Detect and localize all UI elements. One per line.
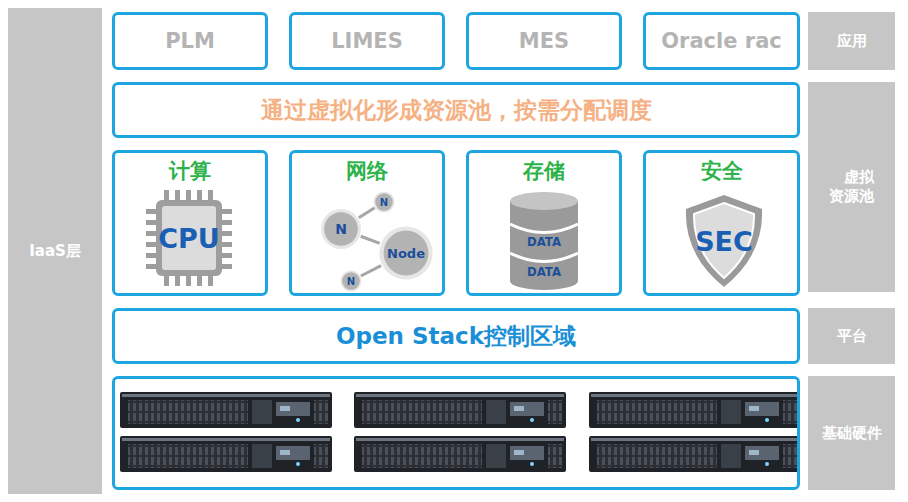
- network-node: Node: [378, 225, 434, 281]
- app-box: LIMES: [289, 12, 445, 70]
- category-box: 网络NNNodeN: [289, 150, 445, 296]
- cpu-chip-node: CPU: [146, 189, 232, 287]
- layer-label: 虚拟资源池: [808, 82, 895, 292]
- category-box: 存储 DATA DATA: [466, 150, 622, 296]
- node-text: 网络: [346, 157, 388, 185]
- layer-label: 应用: [808, 12, 895, 70]
- app-box: PLM: [112, 12, 268, 70]
- node-text: 安全: [701, 157, 743, 185]
- node-text: Node: [387, 246, 425, 261]
- server-illustration: [115, 379, 797, 487]
- network-node: N: [340, 270, 362, 292]
- node-text: 通过虚拟化形成资源池，按需分配调度: [261, 95, 652, 126]
- node-text: DATA: [510, 265, 578, 279]
- database-node: DATA DATA: [510, 191, 578, 291]
- banner-box: 通过虚拟化形成资源池，按需分配调度: [112, 82, 800, 138]
- category-box: 安全 SEC: [643, 150, 800, 296]
- node-text: N: [380, 197, 388, 208]
- node-text: PLM: [165, 29, 215, 53]
- node-text: Open Stack控制区域: [336, 321, 576, 352]
- node-text: Oracle rac: [661, 29, 782, 53]
- node-text: 平台: [837, 327, 867, 346]
- node-text: 虚拟资源池: [829, 168, 874, 206]
- node-text: 计算: [169, 157, 211, 185]
- layer-label: 平台: [808, 308, 895, 364]
- network-node: N: [373, 191, 395, 213]
- hardware-panel: [112, 376, 800, 490]
- connector: [361, 266, 381, 276]
- app-box: Oracle rac: [643, 12, 800, 70]
- node-text: MES: [519, 29, 569, 53]
- node-text: 存储: [523, 157, 565, 185]
- node-text: N: [347, 276, 355, 287]
- layer-label: 基础硬件: [808, 376, 895, 490]
- node-text: 基础硬件: [822, 424, 882, 443]
- node-text: SEC: [695, 226, 753, 257]
- node-text: CPU: [158, 223, 220, 254]
- node-text: 应用: [837, 32, 867, 51]
- connector: [361, 236, 380, 243]
- node-text: N: [335, 221, 347, 237]
- shield-node: SEC: [683, 193, 765, 289]
- platform-bar: Open Stack控制区域: [112, 308, 800, 364]
- app-box: MES: [466, 12, 622, 70]
- node-text: LIMES: [331, 29, 403, 53]
- category-box: 计算 CPU: [112, 150, 268, 296]
- node-text: IaaS层: [29, 242, 81, 261]
- side-band: IaaS层: [8, 8, 102, 494]
- connector: [359, 208, 375, 218]
- node-text: DATA: [510, 235, 578, 249]
- network-node: N: [320, 208, 362, 250]
